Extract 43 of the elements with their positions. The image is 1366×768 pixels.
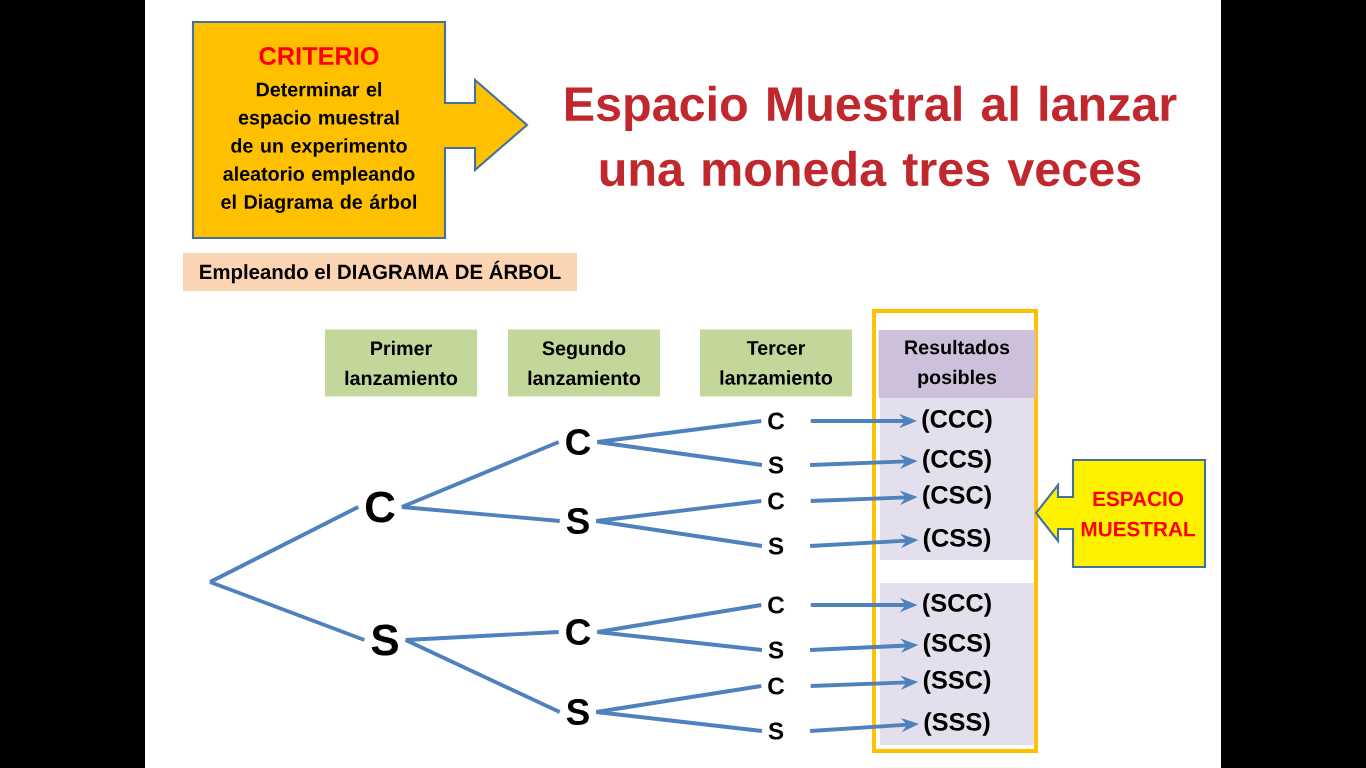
tree-label: S [566, 698, 589, 726]
outcome-label: (CCC) [922, 409, 992, 433]
branch-line [401, 440, 560, 509]
column-header: Primer lanzamiento [325, 329, 478, 397]
branch-line [405, 630, 559, 642]
outcome-label: (CSS) [923, 528, 991, 552]
branch-line [596, 710, 763, 733]
branch-line [596, 519, 763, 548]
branch-line [596, 499, 762, 523]
outcome-label: (SSC) [923, 670, 991, 694]
branch-line [597, 440, 763, 467]
tree-label: S [768, 456, 784, 474]
tree-label: S [768, 537, 784, 555]
outcome-label: (CCS) [923, 449, 991, 473]
outcome-label: (SSS) [924, 712, 990, 736]
outcome-label: (SCS) [923, 633, 991, 657]
tree-label: C [768, 492, 785, 510]
tree-label: S [768, 722, 784, 740]
branch-line [209, 505, 360, 584]
tree-label: S [371, 624, 398, 656]
branch-line [597, 419, 762, 444]
branch-line [401, 505, 560, 523]
tree-label: C [768, 677, 785, 695]
tree-label: C [768, 596, 785, 614]
title: Espacio Muestral al lanzar una moneda tres veces [565, 85, 1177, 187]
outcome-label: (SCC) [923, 593, 991, 617]
result-panel [880, 398, 1034, 560]
tree-label: C [566, 618, 591, 646]
outcome-label: (CSC) [923, 485, 991, 509]
tree-label: S [768, 641, 784, 659]
tree-label: S [566, 507, 589, 535]
branch-line [597, 630, 763, 652]
highlight-frame [872, 309, 1038, 753]
tree-label: C [566, 428, 591, 456]
tree-label: C [768, 412, 785, 430]
branch-line [404, 638, 561, 714]
branch-line [209, 580, 366, 642]
tree-label: C [365, 491, 395, 523]
heading-box: Empleando el DIAGRAMA DE ÁRBOL [183, 253, 577, 291]
column-header: Resultados posibles [878, 330, 1036, 398]
column-header: Tercer lanzamiento [700, 329, 853, 397]
result-panel [880, 583, 1034, 745]
column-header: Segundo lanzamiento [508, 329, 661, 397]
